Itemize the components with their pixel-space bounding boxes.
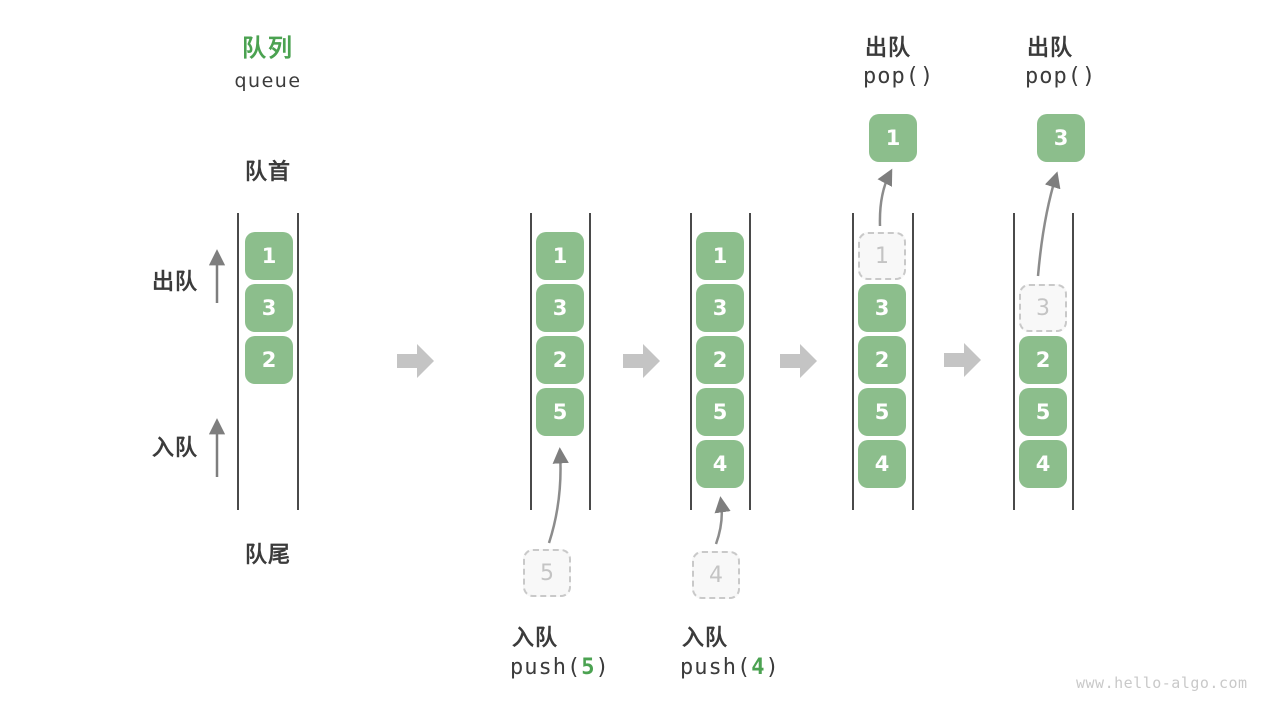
- push-arrow-icon: [547, 447, 569, 544]
- queue-item: 2: [536, 336, 584, 384]
- queue-item: 4: [858, 440, 906, 488]
- queue-item: 1: [536, 232, 584, 280]
- dequeue-op-label: 出队: [865, 36, 912, 61]
- pop-call-label: pop(): [1025, 64, 1097, 89]
- queue-item: 3: [536, 284, 584, 332]
- removed-item-ghost: 3: [1019, 284, 1067, 332]
- step-arrow-icon: [397, 344, 434, 378]
- queue-wall: [1013, 213, 1015, 510]
- diagram-title-zh: 队列: [242, 34, 294, 62]
- push-fn-arg: 4: [751, 655, 766, 680]
- queue-wall: [912, 213, 914, 510]
- popped-item: 3: [1037, 114, 1085, 162]
- queue-item: 1: [696, 232, 744, 280]
- dequeue-side-label: 出队: [152, 270, 199, 295]
- queue-item: 5: [858, 388, 906, 436]
- pop-arrow-icon: [877, 168, 893, 227]
- enqueue-op-label: 入队: [512, 626, 559, 651]
- queue-item: 2: [245, 336, 293, 384]
- queue-wall: [530, 213, 532, 510]
- enqueue-side-label: 入队: [152, 436, 199, 461]
- queue-wall: [749, 213, 751, 510]
- queue-front-label: 队首: [244, 160, 291, 185]
- push-fn-arg: 5: [581, 655, 596, 680]
- incoming-item-ghost: 4: [692, 551, 740, 599]
- queue-wall: [297, 213, 299, 510]
- push-call-label: push(5): [510, 655, 610, 680]
- push-arrow-icon: [714, 496, 731, 545]
- pop-call-label: pop(): [863, 64, 935, 89]
- diagram-title-en: queue: [234, 70, 302, 92]
- queue-item: 2: [696, 336, 744, 384]
- queue-item: 5: [536, 388, 584, 436]
- queue-item: 3: [696, 284, 744, 332]
- pop-arrow-icon: [1036, 171, 1061, 277]
- step-arrow-icon: [780, 344, 817, 378]
- queue-item: 5: [1019, 388, 1067, 436]
- push-fn-suffix: ): [765, 655, 780, 680]
- incoming-item-ghost: 5: [523, 549, 571, 597]
- queue-item: 4: [696, 440, 744, 488]
- queue-item: 1: [245, 232, 293, 280]
- queue-wall: [237, 213, 239, 510]
- push-fn-suffix: ): [595, 655, 610, 680]
- push-call-label: push(4): [680, 655, 780, 680]
- queue-item: 4: [1019, 440, 1067, 488]
- popped-item: 1: [869, 114, 917, 162]
- push-fn-prefix: push(: [510, 655, 582, 680]
- queue-wall: [852, 213, 854, 510]
- queue-item: 2: [858, 336, 906, 384]
- queue-wall: [1072, 213, 1074, 510]
- queue-item: 3: [245, 284, 293, 332]
- step-arrow-icon: [623, 344, 660, 378]
- step-arrow-icon: [944, 343, 981, 377]
- removed-item-ghost: 1: [858, 232, 906, 280]
- queue-item: 3: [858, 284, 906, 332]
- queue-item: 2: [1019, 336, 1067, 384]
- dequeue-op-label: 出队: [1027, 36, 1074, 61]
- push-fn-prefix: push(: [680, 655, 752, 680]
- queue-rear-label: 队尾: [244, 543, 291, 568]
- enqueue-op-label: 入队: [682, 626, 729, 651]
- queue-wall: [690, 213, 692, 510]
- watermark: www.hello-algo.com: [1076, 674, 1248, 692]
- queue-item: 5: [696, 388, 744, 436]
- queue-wall: [589, 213, 591, 510]
